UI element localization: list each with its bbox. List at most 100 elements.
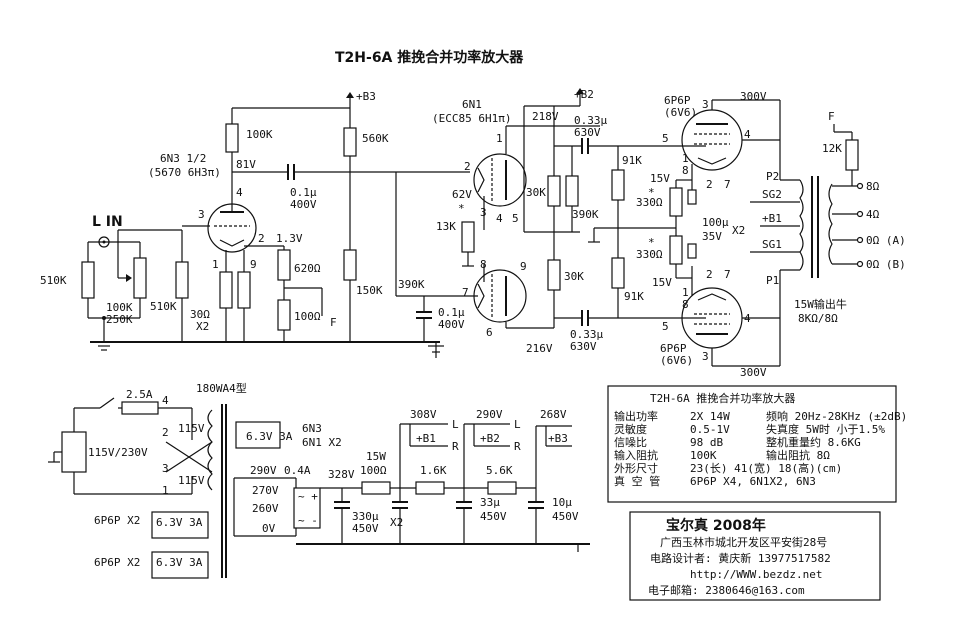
svg-text:7: 7 bbox=[724, 178, 731, 191]
svg-text:8: 8 bbox=[682, 298, 689, 311]
tube-6n1-b bbox=[473, 269, 527, 323]
svg-text:30K: 30K bbox=[564, 270, 584, 283]
svg-text:+B2: +B2 bbox=[574, 88, 594, 101]
svg-text:SG1: SG1 bbox=[762, 238, 782, 251]
fuse bbox=[121, 401, 159, 415]
svg-text:R: R bbox=[514, 440, 521, 453]
svg-text:33μ: 33μ bbox=[480, 496, 500, 509]
svg-text:450V: 450V bbox=[352, 522, 379, 535]
resistor-30k-a bbox=[547, 175, 561, 207]
svg-text:100Ω: 100Ω bbox=[294, 310, 321, 323]
spec-table bbox=[607, 385, 897, 503]
stage1-tube: 6N3 1/2 bbox=[160, 152, 206, 165]
svg-text:L: L bbox=[452, 418, 459, 431]
resistor-91k-a bbox=[611, 169, 625, 201]
svg-text:6N1 X2: 6N1 X2 bbox=[302, 436, 342, 449]
svg-text:6N1: 6N1 bbox=[462, 98, 482, 111]
svg-text:7: 7 bbox=[724, 268, 731, 281]
cap-100u-b bbox=[687, 243, 697, 259]
svg-text:+B3: +B3 bbox=[548, 432, 568, 445]
resistor-620 bbox=[277, 249, 291, 281]
bridge-rectifier bbox=[293, 487, 321, 529]
svg-text:R: R bbox=[452, 440, 459, 453]
spec-cell: 信噪比 bbox=[614, 436, 647, 449]
svg-text:X2: X2 bbox=[196, 320, 209, 333]
svg-text:3: 3 bbox=[162, 462, 169, 475]
svg-text:9: 9 bbox=[250, 258, 257, 271]
svg-text:115V: 115V bbox=[178, 422, 205, 435]
spec-cell: 外形尺寸 bbox=[614, 461, 658, 475]
svg-text:(ECC85 6H1π): (ECC85 6H1π) bbox=[432, 112, 511, 125]
svg-text:6P6P X2: 6P6P X2 bbox=[94, 556, 140, 569]
svg-text:*: * bbox=[648, 236, 655, 249]
svg-text:15W输出牛: 15W输出牛 bbox=[794, 297, 847, 311]
svg-text:15W: 15W bbox=[366, 450, 386, 463]
svg-text:13K: 13K bbox=[436, 220, 456, 233]
svg-text:1: 1 bbox=[212, 258, 219, 271]
svg-text:0V: 0V bbox=[262, 522, 276, 535]
spec-cell: 23(长) 41(宽) 18(高)(cm) bbox=[690, 461, 842, 475]
svg-text:308V: 308V bbox=[410, 408, 437, 421]
spec-cell: 6P6P X4, 6N1X2, 6N3 bbox=[690, 475, 816, 488]
svg-text:0.33μ: 0.33μ bbox=[574, 114, 607, 127]
power-primary bbox=[207, 409, 213, 491]
svg-text:620Ω: 620Ω bbox=[294, 262, 321, 275]
svg-text:2.5A: 2.5A bbox=[126, 388, 153, 401]
svg-text:4Ω: 4Ω bbox=[866, 208, 880, 221]
svg-text:30Ω: 30Ω bbox=[190, 308, 210, 321]
svg-text:9: 9 bbox=[520, 260, 527, 273]
spec-cell: 2X 14W bbox=[690, 410, 730, 423]
resistor-150k bbox=[343, 249, 357, 281]
spec-cell: 100K bbox=[690, 449, 717, 462]
svg-text:4: 4 bbox=[162, 394, 169, 407]
svg-text:6.3V 3A: 6.3V 3A bbox=[156, 556, 203, 569]
svg-text:8: 8 bbox=[480, 258, 487, 271]
r-510k-b-label: 510K bbox=[150, 300, 177, 313]
svg-text:91K: 91K bbox=[622, 154, 642, 167]
svg-text:P2: P2 bbox=[766, 170, 779, 183]
svg-text:5: 5 bbox=[662, 132, 669, 145]
svg-text:5.6K: 5.6K bbox=[486, 464, 513, 477]
xfmr-primary bbox=[799, 179, 804, 271]
svg-text:0.33μ: 0.33μ bbox=[570, 328, 603, 341]
svg-text:290V: 290V bbox=[476, 408, 503, 421]
svg-text:3: 3 bbox=[480, 206, 487, 219]
svg-text:4: 4 bbox=[496, 212, 503, 225]
svg-text:450V: 450V bbox=[552, 510, 579, 523]
svg-text:4: 4 bbox=[744, 128, 751, 141]
svg-text:4: 4 bbox=[744, 312, 751, 325]
svg-text:630V: 630V bbox=[570, 340, 597, 353]
svg-text:2: 2 bbox=[706, 178, 713, 191]
resistor-12k bbox=[845, 139, 859, 171]
svg-text:3: 3 bbox=[702, 350, 709, 363]
spec-cell: 0.5-1V bbox=[690, 423, 730, 436]
fil2-winding bbox=[151, 511, 209, 539]
svg-text:270V: 270V bbox=[252, 484, 279, 497]
svg-text:330μ: 330μ bbox=[352, 510, 379, 523]
power-switch bbox=[99, 397, 115, 409]
svg-text:F: F bbox=[828, 110, 835, 123]
svg-text:~ +: ~ + bbox=[298, 490, 318, 503]
svg-text:5: 5 bbox=[662, 320, 669, 333]
svg-text:3: 3 bbox=[702, 98, 709, 111]
svg-text:6.3V 3A: 6.3V 3A bbox=[156, 516, 203, 529]
svg-text:15V: 15V bbox=[650, 172, 670, 185]
credits-box bbox=[629, 511, 881, 601]
input-label: L IN bbox=[92, 214, 123, 230]
svg-text:300V: 300V bbox=[740, 90, 767, 103]
svg-text:330Ω: 330Ω bbox=[636, 248, 663, 261]
svg-text:L: L bbox=[514, 418, 521, 431]
resistor-510k-grid bbox=[175, 261, 189, 299]
svg-text:SG2: SG2 bbox=[762, 188, 782, 201]
svg-text:35V: 35V bbox=[702, 230, 722, 243]
svg-text:P1: P1 bbox=[766, 274, 779, 287]
svg-text:0Ω (B): 0Ω (B) bbox=[866, 258, 906, 271]
resistor-390k bbox=[565, 175, 579, 207]
svg-text:X2: X2 bbox=[732, 224, 745, 237]
spec-cell: 失真度 5W时 小于1.5% bbox=[766, 422, 885, 436]
pot-label-a: 100K bbox=[106, 301, 133, 314]
svg-text:广西玉林市城北开发区平安街28号: 广西玉林市城北开发区平安街28号 bbox=[660, 535, 827, 549]
svg-text:390K: 390K bbox=[398, 278, 425, 291]
stage1-tube-alt: (5670 6H3π) bbox=[148, 166, 221, 179]
svg-text:T2H-6A 推挽合并功率放大器: T2H-6A 推挽合并功率放大器 bbox=[650, 391, 795, 405]
